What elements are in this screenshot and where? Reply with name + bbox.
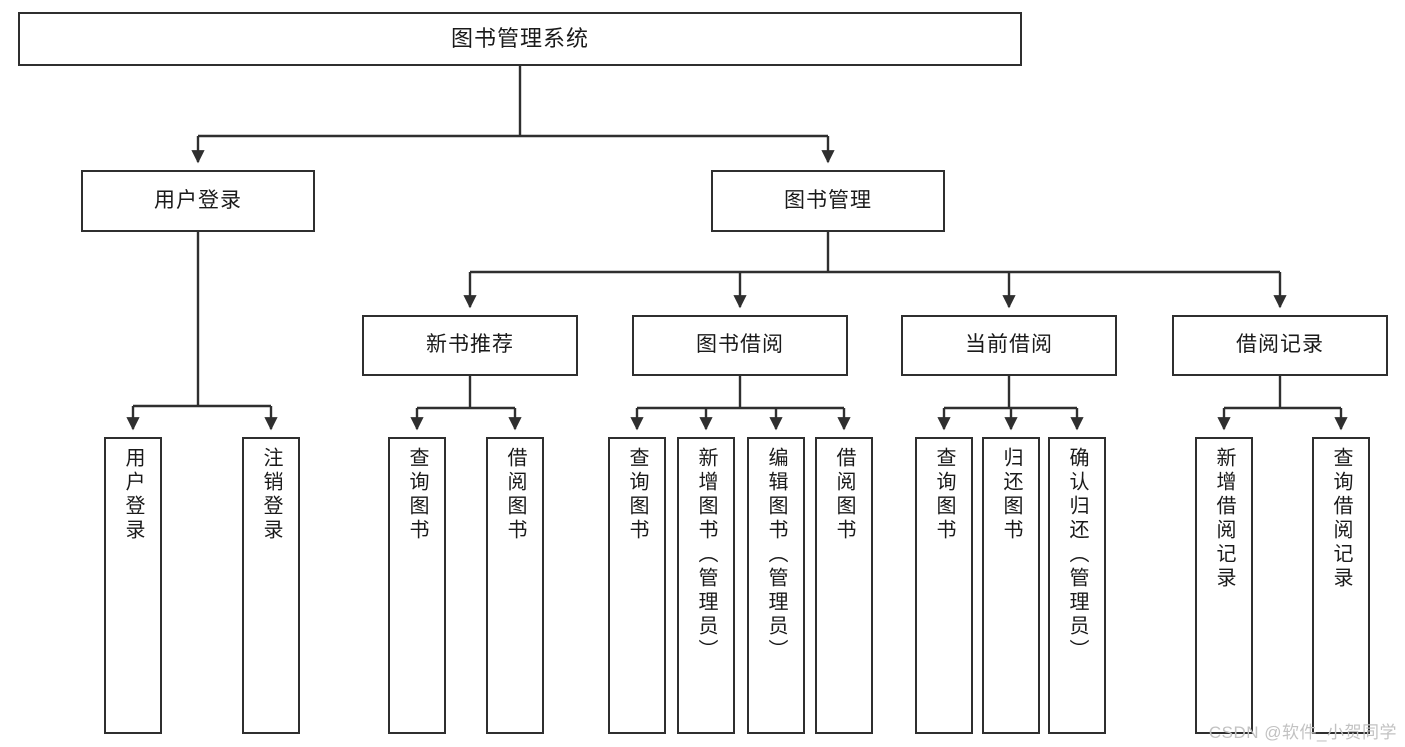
node-leaf-query-book-recommend[interactable]: 查询图书 — [388, 437, 446, 734]
node-book-borrow[interactable]: 图书借阅 — [632, 315, 848, 376]
node-leaf-return-book-label: 归还图书 — [1000, 447, 1022, 543]
node-leaf-edit-book-label: 编辑图书（管理员） — [765, 447, 787, 663]
node-leaf-borrow-book-recommend[interactable]: 借阅图书 — [486, 437, 544, 734]
node-leaf-borrow-book-recommend-label: 借阅图书 — [504, 447, 526, 543]
node-leaf-query-book-recommend-label: 查询图书 — [406, 447, 428, 543]
node-user-login-label: 用户登录 — [154, 188, 242, 212]
node-leaf-return-book[interactable]: 归还图书 — [982, 437, 1040, 734]
node-root[interactable]: 图书管理系统 — [18, 12, 1022, 66]
node-book-manage[interactable]: 图书管理 — [711, 170, 945, 232]
node-leaf-add-book[interactable]: 新增图书（管理员） — [677, 437, 735, 734]
node-leaf-query-book-current[interactable]: 查询图书 — [915, 437, 973, 734]
node-leaf-query-book-borrow[interactable]: 查询图书 — [608, 437, 666, 734]
node-book-borrow-label: 图书借阅 — [696, 333, 784, 357]
node-leaf-query-book-borrow-label: 查询图书 — [626, 447, 648, 543]
node-borrow-record-label: 借阅记录 — [1236, 333, 1324, 357]
node-leaf-edit-book[interactable]: 编辑图书（管理员） — [747, 437, 805, 734]
node-current-borrow-label: 当前借阅 — [965, 333, 1053, 357]
node-leaf-user-login[interactable]: 用户登录 — [104, 437, 162, 734]
node-leaf-confirm-return-label: 确认归还（管理员） — [1066, 447, 1088, 663]
node-user-login[interactable]: 用户登录 — [81, 170, 315, 232]
node-new-book-recommend[interactable]: 新书推荐 — [362, 315, 578, 376]
node-leaf-logout[interactable]: 注销登录 — [242, 437, 300, 734]
node-borrow-record[interactable]: 借阅记录 — [1172, 315, 1388, 376]
node-leaf-borrow-book-label: 借阅图书 — [833, 447, 855, 543]
node-leaf-confirm-return[interactable]: 确认归还（管理员） — [1048, 437, 1106, 734]
watermark: CSDN @软件_小贺同学 — [1208, 723, 1397, 742]
node-leaf-query-borrow-record[interactable]: 查询借阅记录 — [1312, 437, 1370, 734]
node-leaf-add-borrow-record-label: 新增借阅记录 — [1213, 447, 1235, 591]
node-leaf-user-login-label: 用户登录 — [122, 447, 144, 543]
node-leaf-query-book-current-label: 查询图书 — [933, 447, 955, 543]
node-new-book-recommend-label: 新书推荐 — [426, 333, 514, 357]
node-leaf-query-borrow-record-label: 查询借阅记录 — [1330, 447, 1352, 591]
node-root-label: 图书管理系统 — [450, 26, 589, 52]
node-leaf-add-book-label: 新增图书（管理员） — [695, 447, 717, 663]
node-leaf-borrow-book[interactable]: 借阅图书 — [815, 437, 873, 734]
node-leaf-add-borrow-record[interactable]: 新增借阅记录 — [1195, 437, 1253, 734]
node-leaf-logout-label: 注销登录 — [260, 447, 282, 543]
node-book-manage-label: 图书管理 — [784, 188, 872, 212]
node-current-borrow[interactable]: 当前借阅 — [901, 315, 1117, 376]
